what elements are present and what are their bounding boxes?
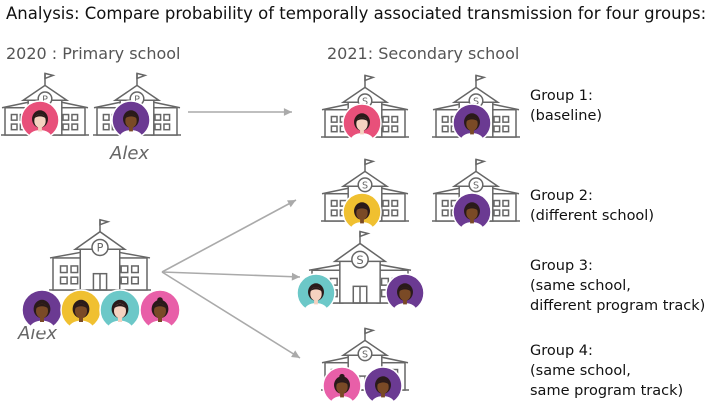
group-2-name: Group 2: xyxy=(530,188,593,204)
student-avatar-magenta-g4 xyxy=(322,366,362,406)
student-avatar-alex-1 xyxy=(111,100,151,140)
svg-text:P: P xyxy=(42,94,48,105)
svg-text:S: S xyxy=(473,96,479,107)
year-2021-label: 2021: Secondary school xyxy=(327,44,520,63)
student-avatar-teal xyxy=(99,289,141,331)
page-title: Analysis: Compare probability of tempora… xyxy=(6,4,707,23)
primary-school-icon-3: P xyxy=(49,218,151,291)
student-avatar-alex-g3 xyxy=(385,273,425,313)
student-avatar-alex-2 xyxy=(21,289,63,331)
group-4-name: Group 4: xyxy=(530,343,593,359)
svg-text:S: S xyxy=(473,180,479,191)
group-3-name: Group 3: xyxy=(530,258,593,274)
student-avatar-alex-g4 xyxy=(363,366,403,406)
student-avatar-yellow xyxy=(60,289,102,331)
group-1-name: Group 1: xyxy=(530,88,593,104)
svg-text:S: S xyxy=(356,253,363,267)
arrow-to-group-4 xyxy=(161,271,301,359)
year-2020-label: 2020 : Primary school xyxy=(6,44,181,63)
student-avatar-alex-g1 xyxy=(452,103,492,143)
group-3-desc-line1: (same school, xyxy=(530,278,631,294)
arrow-to-group-1 xyxy=(188,108,292,116)
group-3-desc-line2: different program track) xyxy=(530,298,706,314)
arrow-to-group-3 xyxy=(161,271,301,281)
group-1-desc: (baseline) xyxy=(530,108,603,124)
svg-text:P: P xyxy=(97,242,104,255)
student-avatar-magenta xyxy=(139,289,181,331)
arrow-to-group-2 xyxy=(161,199,297,273)
student-avatar-alex-g2 xyxy=(452,192,492,232)
svg-text:P: P xyxy=(134,94,140,105)
group-1-label: Group 1: (baseline) xyxy=(530,86,602,126)
svg-text:S: S xyxy=(362,180,368,191)
group-3-label: Group 3: (same school, different program… xyxy=(530,256,705,316)
group-4-label: Group 4: (same school, same program trac… xyxy=(530,341,683,401)
group-2-label: Group 2: (different school) xyxy=(530,186,654,226)
student-avatar-teal-g3 xyxy=(296,273,336,313)
student-avatar-yellow-g2 xyxy=(342,192,382,232)
group-4-desc-line2: same program track) xyxy=(530,383,684,399)
group-2-desc: (different school) xyxy=(530,208,654,224)
alex-label-top: Alex xyxy=(110,143,150,164)
svg-text:S: S xyxy=(362,96,368,107)
student-avatar-pink-1 xyxy=(20,100,60,140)
student-avatar-pink-g1 xyxy=(342,103,382,143)
group-4-desc-line1: (same school, xyxy=(530,363,631,379)
svg-text:S: S xyxy=(362,349,368,360)
